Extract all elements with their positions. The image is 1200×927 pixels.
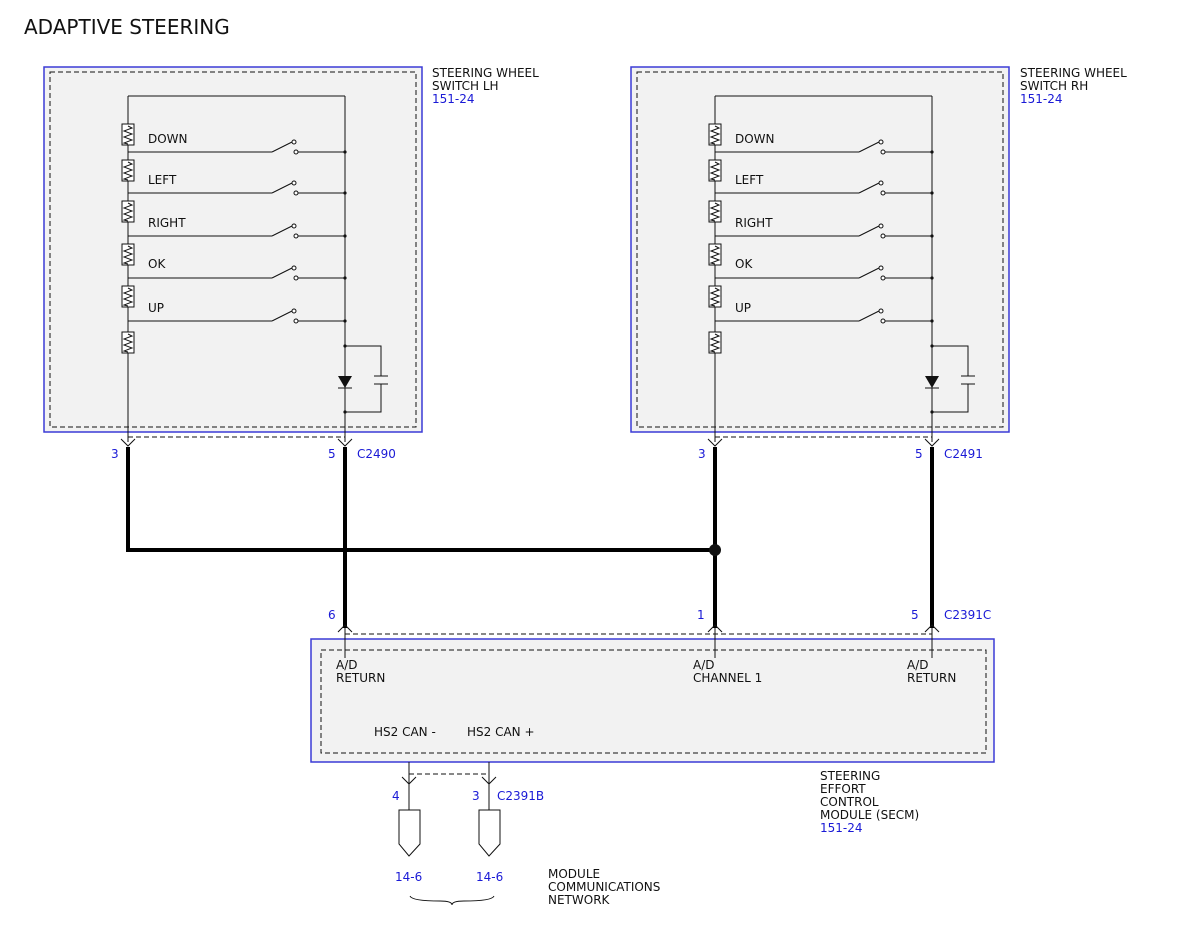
rh-button-label-down: DOWN [735,132,775,146]
secm-name-line1: STEERING [820,769,880,783]
rh-button-label-left: LEFT [735,173,764,187]
rh-switch-rows [715,139,932,324]
lh-switch-rows [128,139,345,324]
secm-name-line2: EFFORT [820,782,866,796]
secm-label-ad-return-1: A/D [336,658,358,672]
secm-label-ad-channel-b: CHANNEL 1 [693,671,762,685]
secm-pin-5: 5 [911,608,919,622]
lh-pin-5: 5 [328,447,336,461]
lh-switch-ref: 151-24 [432,92,475,106]
network-brace [409,895,495,906]
can-connector-label: C2391B [497,789,544,803]
lh-button-label-down: DOWN [148,132,188,146]
can-ref-minus: 14-6 [395,870,422,884]
secm-connector-label: C2391C [944,608,991,622]
rh-diode-icon [925,376,939,388]
can-pin-3: 3 [472,789,480,803]
lh-pin-3: 3 [111,447,119,461]
secm-name-line4: MODULE (SECM) [820,808,919,822]
can-ref-plus: 14-6 [476,870,503,884]
steering-wheel-switch-lh: DOWN LEFT RIGHT OK UP STEERING WHEEL SWI… [43,66,539,461]
page-title: ADAPTIVE STEERING [24,15,230,39]
can-connector: 4 3 C2391B 14-6 14-6 MODULE COMMUNICATIO… [392,762,660,907]
can-plus-terminal-icon [478,809,501,857]
network-label-line3: NETWORK [548,893,611,907]
rh-switch-outer-box [630,66,1010,433]
secm-pin-6: 6 [328,608,336,622]
rh-button-label-ok: OK [735,257,753,271]
network-label-line2: COMMUNICATIONS [548,880,660,894]
rh-switch-name-line2: SWITCH RH [1020,79,1088,93]
lh-switch-inner-box [49,71,417,428]
secm-pin-1: 1 [697,608,705,622]
secm-name-line3: CONTROL [820,795,879,809]
rh-pin-5: 5 [915,447,923,461]
secm-outer-box [310,638,995,763]
rh-button-label-up: UP [735,301,751,315]
secm-ref: 151-24 [820,821,863,835]
secm-label-ad-return-1b: RETURN [336,671,385,685]
lh-button-label-left: LEFT [148,173,177,187]
secm-label-can-minus: HS2 CAN - [374,725,436,739]
rh-switch-ref: 151-24 [1020,92,1063,106]
lh-switch-name-line2: SWITCH LH [432,79,499,93]
rh-switch-name-line1: STEERING WHEEL [1020,66,1127,80]
network-label-line1: MODULE [548,867,600,881]
rh-switch-inner-box [636,71,1004,428]
secm-label-ad-return-2: A/D [907,658,929,672]
secm-inner-box [320,649,987,754]
can-pin-4: 4 [392,789,400,803]
secm-label-ad-return-2b: RETURN [907,671,956,685]
lh-button-label-right: RIGHT [148,216,186,230]
lh-button-label-ok: OK [148,257,166,271]
secm-module: 6 1 5 C2391C A/D RETURN A/D CHANNEL 1 A/… [310,608,995,835]
rh-button-label-right: RIGHT [735,216,773,230]
lh-connector-label: C2490 [357,447,396,461]
lh-switch-name-line1: STEERING WHEEL [432,66,539,80]
rh-pin-3: 3 [698,447,706,461]
lh-diode-icon [338,376,352,388]
can-minus-terminal-icon [398,809,421,857]
harness-wires [126,447,934,628]
wire-lh-pin3-splice [126,447,715,552]
steering-wheel-switch-rh: DOWN LEFT RIGHT OK UP STEERING WHEEL SWI… [630,66,1127,461]
splice-dot [709,544,721,556]
lh-switch-outer-box [43,66,423,433]
rh-connector-label: C2491 [944,447,983,461]
secm-label-can-plus: HS2 CAN + [467,725,535,739]
lh-button-label-up: UP [148,301,164,315]
secm-label-ad-channel: A/D [693,658,715,672]
